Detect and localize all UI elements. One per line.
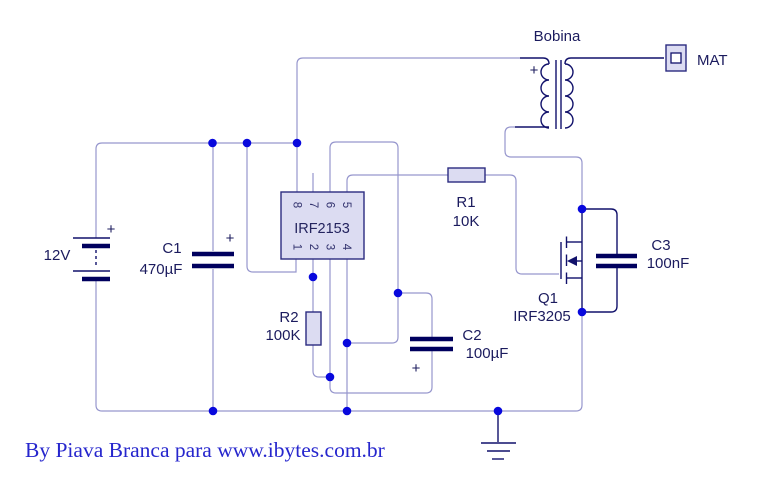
ic-pin-6: 6 [323, 202, 335, 208]
capacitor-c1 [192, 251, 234, 269]
r1-value: 10K [453, 213, 480, 230]
mat-label: MAT [697, 52, 728, 69]
ic-label: IRF2153 [294, 221, 350, 237]
mosfet-arrow [567, 256, 577, 266]
battery-symbol [73, 237, 110, 282]
ic-pin-7: 7 [307, 202, 319, 208]
capacitor-c2 [410, 336, 453, 352]
c3-value: 100nF [647, 255, 690, 272]
c2-label: C2 [462, 327, 481, 344]
c1-label: C1 [162, 240, 181, 257]
r2-label: R2 [279, 309, 298, 326]
c2-value: 100µF [466, 345, 509, 362]
q1-label: Q1 [538, 290, 558, 307]
junction-dots [208, 138, 587, 416]
ic-pin-5: 5 [340, 202, 352, 208]
c1-value: 470µF [140, 261, 183, 278]
transformer-bobina [515, 57, 664, 129]
credit-text: By Piava Branca para www.ibytes.com.br [25, 438, 385, 462]
c3-label: C3 [651, 237, 670, 254]
bobina-plus-sign: + [530, 62, 539, 79]
ic-pin-2: 2 [307, 244, 319, 250]
ic-pin-4: 4 [340, 244, 352, 251]
battery-label: 12V [44, 247, 71, 264]
r2-value: 100K [265, 327, 300, 344]
bobina-label: Bobina [534, 28, 581, 45]
capacitor-c3 [582, 208, 637, 313]
battery-plus-sign: + [107, 221, 116, 238]
c2-plus-sign: + [412, 360, 421, 377]
c1-plus-sign: + [226, 230, 235, 247]
mosfet-q1 [560, 209, 583, 312]
r1-label: R1 [456, 194, 475, 211]
ic-pin-8: 8 [290, 202, 302, 208]
resistor-r2 [305, 311, 322, 346]
ic-pin-3: 3 [323, 244, 335, 250]
ic-irf2153 [280, 191, 365, 260]
resistor-r1 [447, 167, 486, 183]
q1-value: IRF3205 [513, 308, 571, 325]
mat-connector [665, 44, 687, 72]
wires [95, 57, 583, 412]
ground-icon [481, 411, 516, 460]
ic-pin-1: 1 [290, 244, 302, 250]
